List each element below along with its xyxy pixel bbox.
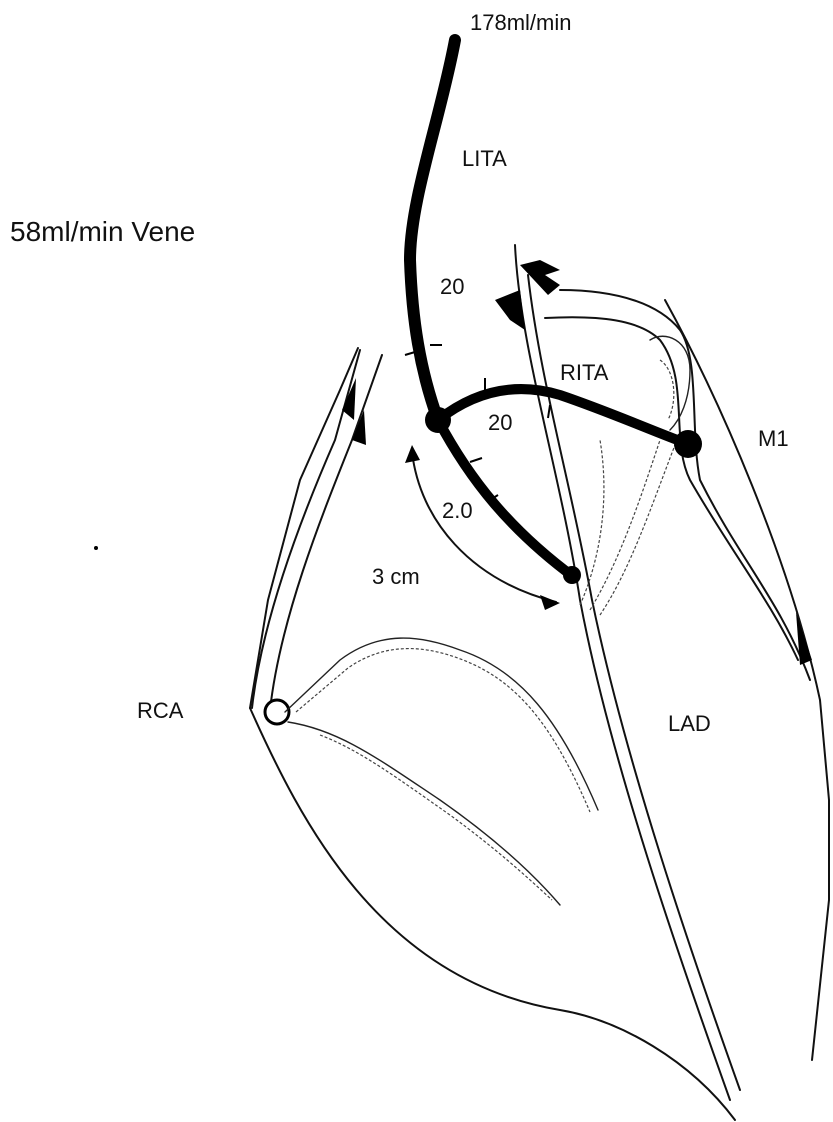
septal-dash-3 [580, 440, 604, 605]
septal-dash-2 [600, 445, 675, 615]
m1-arrow [796, 612, 812, 665]
distance-arrow [412, 452, 556, 602]
rita-arrowheads [495, 260, 560, 330]
vein-flow-arrow-1 [342, 378, 356, 420]
distance-arrowhead-bottom [540, 595, 560, 610]
distance-label: 3 cm [372, 566, 420, 588]
rita-graft [438, 389, 688, 444]
rca-branch-lower-dash [320, 735, 552, 900]
m1-branch-dash [660, 360, 674, 420]
distance-arrowhead-top [405, 445, 420, 463]
heart-outline [250, 708, 735, 1120]
lad-anastomosis [563, 566, 581, 584]
vein-graft-line-1 [252, 350, 360, 708]
lita-rita-junction [425, 407, 451, 433]
segment-2-0-label: 2.0 [442, 500, 473, 522]
rca-branch-upper [285, 638, 598, 810]
m1-anastomosis [674, 430, 702, 458]
lita-label: LITA [462, 148, 507, 170]
lad-label: LAD [668, 713, 711, 735]
rca-branch-lower [288, 722, 560, 905]
lita-graft [410, 40, 455, 420]
vein-flow-label: 58ml/min Vene [10, 218, 195, 246]
m1-label: M1 [758, 428, 789, 450]
heart-left-border [250, 348, 358, 708]
lita-flow-label: 178ml/min [470, 12, 571, 34]
stray-dot [94, 546, 98, 550]
rca-branch-upper-dash [296, 649, 590, 812]
segment-20-top-label: 20 [440, 276, 464, 298]
segment-20-mid-label: 20 [488, 412, 512, 434]
septal-dash-1 [590, 440, 660, 610]
rita-label: RITA [560, 362, 608, 384]
rca-label: RCA [137, 700, 183, 722]
